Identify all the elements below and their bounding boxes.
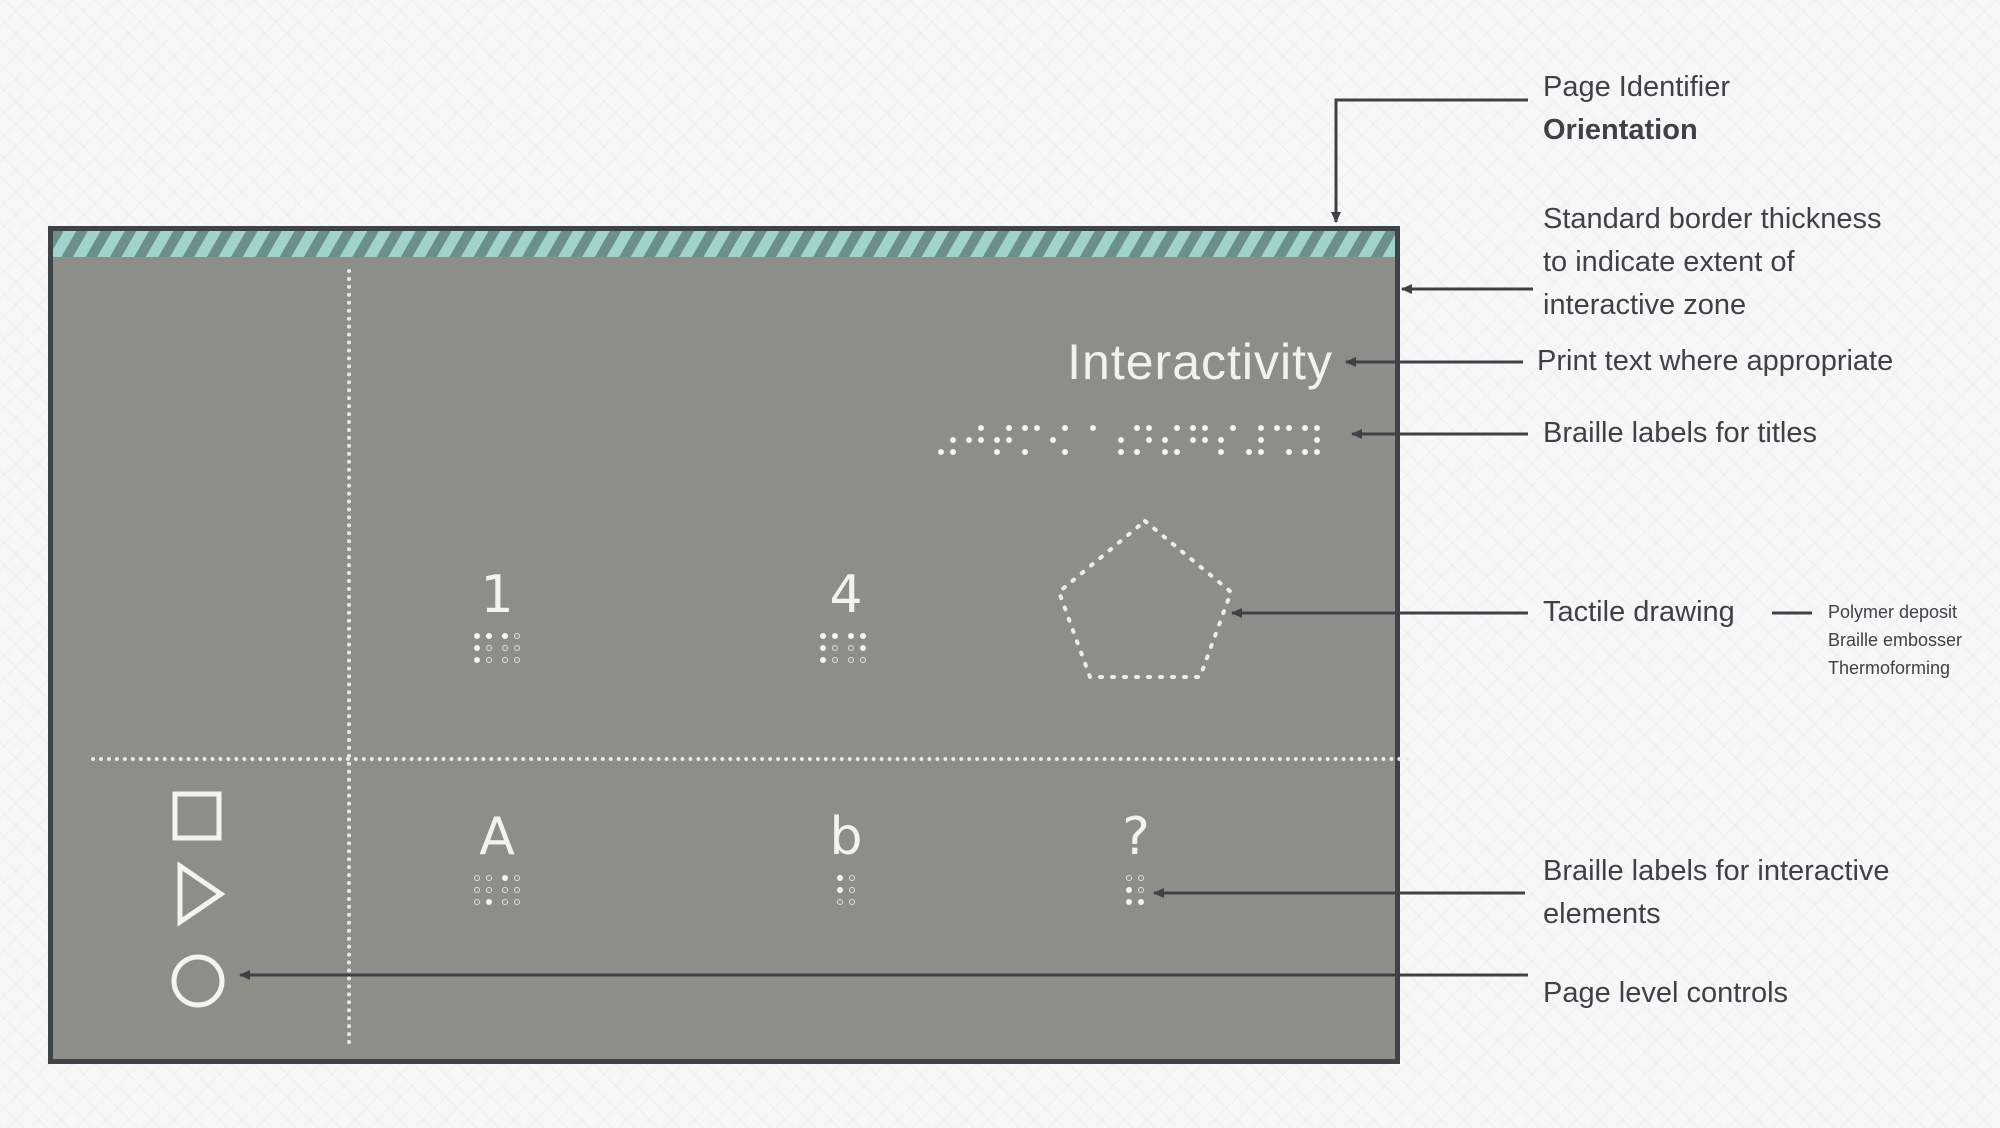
braille-cell (1050, 425, 1070, 455)
braille-cell (837, 875, 857, 905)
braille-label-help (1126, 875, 1146, 905)
annotation-braille-interactive-line2: elements (1543, 898, 1661, 930)
play-triangle-icon[interactable] (177, 861, 226, 927)
annotation-orientation: Orientation (1543, 114, 1698, 146)
page-title: Interactivity (1067, 334, 1333, 390)
braille-cell (1218, 425, 1238, 455)
annotation-tactile-drawing: Tactile drawing (1543, 596, 1735, 628)
braille-cell (1302, 425, 1322, 455)
annotation-print-text: Print text where appropriate (1537, 345, 1894, 377)
braille-label-1 (474, 633, 522, 663)
braille-cell (848, 633, 868, 663)
braille-cell (820, 633, 840, 663)
annotation-braille-titles: Braille labels for titles (1543, 417, 1817, 449)
number-cell-1[interactable]: 1 (480, 565, 514, 625)
tactile-page-card: Interactivity 1 4 A b ? (48, 226, 1411, 1064)
braille-cell (1162, 425, 1182, 455)
circle-icon[interactable] (171, 954, 225, 1008)
method-braille-embosser: Braille embosser (1828, 630, 1963, 650)
horizontal-divider (91, 757, 1411, 761)
braille-cell (1134, 425, 1154, 455)
braille-label-4 (820, 633, 868, 663)
help-cell[interactable]: ? (1122, 807, 1150, 867)
braille-cell (1246, 425, 1266, 455)
square-icon[interactable] (172, 791, 222, 841)
braille-cell (1126, 875, 1146, 905)
number-cell-4[interactable]: 4 (829, 565, 863, 625)
method-thermoforming: Thermoforming (1828, 658, 1951, 678)
braille-cell (966, 425, 986, 455)
braille-label-a (474, 875, 522, 905)
annotation-page-controls: Page level controls (1543, 977, 1789, 1009)
method-polymer-deposit: Polymer deposit (1828, 602, 1958, 622)
braille-cell (474, 875, 494, 905)
letter-cell-a[interactable]: A (479, 807, 515, 867)
vertical-divider (347, 269, 351, 1045)
braille-cell (502, 633, 522, 663)
braille-cell (938, 425, 958, 455)
braille-cell (994, 425, 1014, 455)
letter-cell-b[interactable]: b (829, 807, 863, 867)
annotation-braille-interactive-line1: Braille labels for interactive (1543, 855, 1890, 887)
braille-cell (1022, 425, 1042, 455)
braille-cell (1190, 425, 1210, 455)
braille-cell (1274, 425, 1294, 455)
annotation-page-identifier: Page Identifier (1543, 71, 1731, 103)
leader-page-identifier (1331, 98, 1528, 223)
annotation-border-line1: Standard border thickness (1543, 203, 1882, 235)
braille-cell (1106, 425, 1126, 455)
braille-label-b (837, 875, 857, 905)
braille-cell (474, 633, 494, 663)
page-identifier-stripe (53, 231, 1395, 257)
braille-cell (1078, 425, 1098, 455)
braille-title-label (938, 425, 1322, 455)
annotation-border-line2: to indicate extent of (1543, 246, 1795, 278)
braille-cell (502, 875, 522, 905)
annotation-border-line3: interactive zone (1543, 289, 1747, 321)
